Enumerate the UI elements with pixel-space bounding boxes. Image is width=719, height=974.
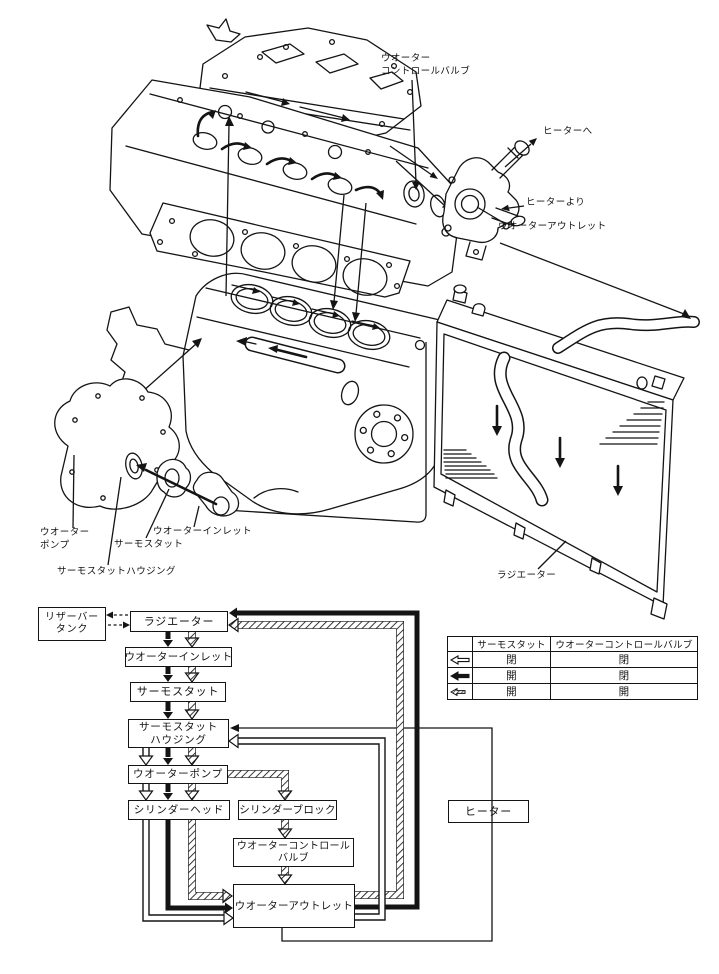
flow-box-label: ウオーターアウトレット: [234, 899, 354, 912]
black-arrow-icon: [447, 667, 473, 684]
hatched-flow-pipes: [184, 617, 404, 904]
label-water-pump: ウオーター ポンプ: [40, 527, 90, 551]
flow-box-heater: ヒーター: [448, 800, 529, 823]
legend-cell: 開: [472, 667, 551, 684]
flow-box-label: リザーバー: [45, 612, 99, 623]
label-thermostat: サーモスタット: [114, 539, 184, 550]
flow-arrows: [106, 607, 493, 942]
reservoir-dotted-arrows: [106, 611, 130, 629]
legend-header-valve: ウオーターコントロールバルブ: [550, 636, 698, 652]
flow-box-radiator: ラジエーター: [130, 611, 228, 632]
flow-box-label: タンク: [55, 624, 89, 635]
white-arrow-icon: [447, 651, 473, 668]
label-radiator: ラジエーター: [497, 570, 557, 581]
from-heater-arrow: [508, 205, 525, 209]
water-outlet-leader: [476, 206, 505, 224]
radiator-leader: [537, 540, 567, 570]
water-control-valve-leader: [411, 79, 417, 184]
flow-box-label: ラジエーター: [143, 614, 215, 628]
flow-box-thermostat-housing: サーモスタット ハウジング: [128, 719, 229, 748]
legend-cell: 開: [472, 683, 551, 700]
flow-box-water-pump: ウオーターポンプ: [128, 765, 228, 784]
label-thermostat-housing: サーモスタットハウジング: [57, 566, 176, 577]
legend-table: サーモスタット ウオーターコントロールバルブ 閉 閉 開 閉 開 開: [447, 636, 698, 700]
flow-box-thermostat: サーモスタット: [130, 682, 226, 702]
legend-header-empty: [447, 636, 473, 652]
water-outlet-part: [442, 138, 537, 261]
flow-box-label: ウオーターコントロール: [236, 840, 351, 852]
legend-row: 開 閉: [447, 667, 698, 684]
radiator-fins-left: [443, 449, 498, 479]
to-heater-arrow: [504, 143, 532, 168]
white-flow-pipes: [138, 733, 386, 926]
legend-cell: 閉: [550, 651, 698, 668]
legend-row: 閉 閉: [447, 651, 698, 668]
flow-box-label: サーモスタット: [136, 685, 220, 699]
label-water-control-valve: ウオーター コントロールバルブ: [381, 53, 471, 77]
inlet-to-pump-arrow: [144, 468, 218, 506]
flow-box-label: ヒーター: [464, 804, 513, 818]
lower-hose-line: [224, 342, 427, 523]
radiator-part: [433, 242, 700, 620]
flow-box-cylinder-block: シリンダーブロック: [238, 800, 337, 820]
flow-box-label: ウオーターインレット: [124, 650, 233, 663]
water-inlet-part: [136, 463, 240, 517]
flow-box-water-control-valve: ウオーターコントロール バルブ: [233, 838, 354, 867]
flow-box-label: ハウジング: [150, 733, 207, 746]
outlet-to-heater-to-housing-line: [230, 724, 493, 942]
label-leaders: [72, 454, 200, 566]
flow-box-water-outlet: ウオーターアウトレット: [233, 884, 355, 928]
engine-illustration: [54, 18, 700, 620]
hatched-arrow-icon: [447, 683, 473, 700]
cylinder-block-part: [106, 272, 448, 515]
label-to-heater: ヒーターへ: [543, 126, 593, 137]
legend-cell: 閉: [472, 651, 551, 668]
label-from-heater: ヒーターより: [526, 197, 586, 208]
label-water-outlet: ウオーターアウトレット: [498, 221, 607, 232]
legend-row: 開 開: [447, 683, 698, 700]
flow-box-label: バルブ: [278, 852, 309, 864]
flow-box-label: シリンダーブロック: [239, 803, 336, 816]
water-control-valve-part: [403, 79, 425, 208]
head-gasket-part: [149, 202, 411, 298]
flow-box-label: シリンダーヘッド: [133, 803, 225, 816]
label-water-inlet: ウオーターインレット: [153, 526, 253, 537]
legend-cell: 閉: [550, 667, 698, 684]
flow-box-label: ウオーターポンプ: [132, 768, 224, 781]
flow-box-water-inlet: ウオーターインレット: [125, 647, 232, 667]
legend-cell: 開: [550, 683, 698, 700]
outlet-to-radiator-line: [499, 242, 685, 315]
legend-header-thermostat: サーモスタット: [472, 636, 551, 652]
flow-box-reservoir-tank: リザーバー タンク: [38, 607, 106, 641]
legend-header-row: サーモスタット ウオーターコントロールバルブ: [447, 636, 698, 652]
flow-box-label: サーモスタット: [138, 720, 219, 733]
flow-box-cylinder-head: シリンダーヘッド: [128, 800, 230, 820]
black-flow-pipes: [163, 607, 420, 914]
radiator-fins-right: [599, 401, 665, 445]
